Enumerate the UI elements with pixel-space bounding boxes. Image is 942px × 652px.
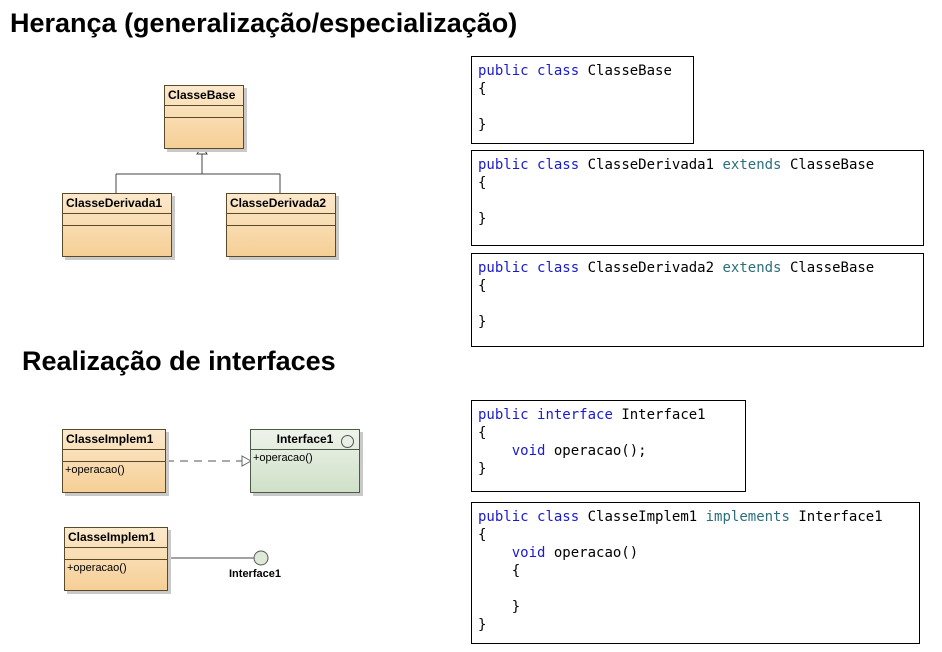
class-implem1-b-op: +operacao() [67,562,127,574]
class-derivada1-name: ClasseDerivada1 [63,194,171,214]
interface1-op: +operacao() [253,452,313,464]
code-classe-derivada2: public class ClasseDerivada2 extends Cla… [471,253,924,347]
class-implem1-b-name: ClasseImplem1 [65,528,167,548]
code-classe-base: public class ClasseBase { } [471,56,694,144]
realization-arrowhead [241,455,253,467]
class-derivada2-name: ClasseDerivada2 [227,194,335,214]
interface1-name: Interface1 [251,430,359,450]
class-implem1-a-op: +operacao() [65,464,125,476]
uml-class-base: ClasseBase [164,85,244,149]
code-classe-derivada1: public class ClasseDerivada1 extends Cla… [471,150,924,246]
code-interface1: public interface Interface1 { void opera… [471,400,746,492]
heading-heranca: Herança (generalização/especialização) [10,8,518,38]
class-implem1-a-name: ClasseImplem1 [63,430,165,450]
uml-interface1: Interface1 +operacao() [250,429,360,493]
uml-class-derivada1: ClasseDerivada1 [62,193,172,257]
generalization-arrowhead [196,145,208,155]
lollipop-circle [253,550,269,566]
uml-class-implem1-a: ClasseImplem1 +operacao() [62,429,166,493]
lollipop-label: Interface1 [229,568,281,580]
interface-circle-icon [341,435,354,448]
class-base-name: ClasseBase [165,86,243,106]
heading-realizacao: Realização de interfaces [22,346,336,376]
uml-class-implem1-b: ClasseImplem1 +operacao() [64,527,168,591]
code-classe-implem1: public class ClasseImplem1 implements In… [471,502,920,644]
generalization-lines [115,153,281,193]
uml-class-derivada2: ClasseDerivada2 [226,193,336,257]
